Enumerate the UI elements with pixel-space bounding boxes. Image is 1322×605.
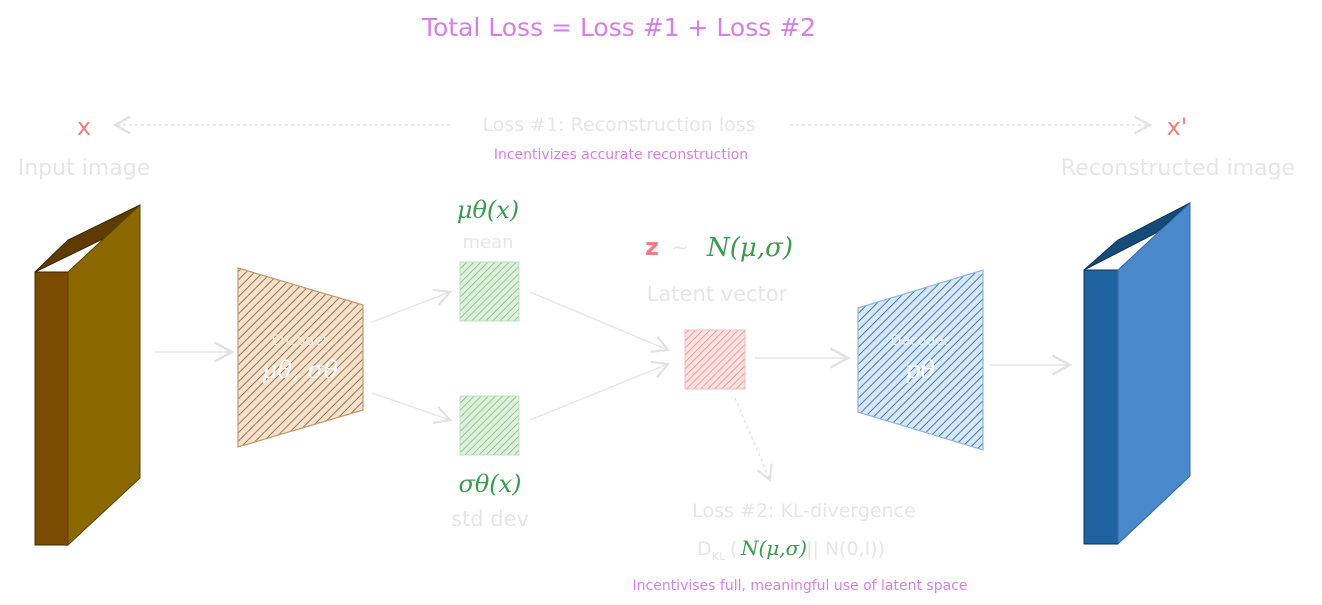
kl-subscript: KL [712, 550, 726, 563]
kl-dist: N(μ,σ) [740, 536, 807, 560]
output-image-block [1083, 201, 1191, 546]
std-label: std dev [451, 507, 529, 531]
input-label: Input image [18, 156, 150, 181]
loss2-note: Incentivises full, meaningful use of lat… [633, 578, 968, 594]
encoder-params: μθ, σθ [262, 356, 339, 384]
mean-label: mean [462, 232, 513, 253]
latent-label: Latent vector [647, 282, 788, 306]
encoder-label: Encoder [271, 333, 328, 349]
loss1-note: Incentivizes accurate reconstruction [494, 147, 748, 163]
input-symbol: x [77, 113, 91, 141]
output-label: Reconstructed image [1061, 156, 1295, 181]
encoder-to-mean-arrow [371, 288, 453, 323]
latent-dist: N(μ,σ) [706, 233, 793, 263]
input-image-block [34, 203, 141, 547]
mean-formula: μθ(x) [457, 196, 519, 224]
loss1-label: Loss #1: Reconstruction loss [482, 114, 755, 136]
std-box [459, 395, 520, 456]
output-symbol: x' [1167, 113, 1188, 141]
kl-prefix: D [697, 538, 712, 560]
decoder-block: Decoder pθ [857, 269, 984, 451]
encoder-block: Encoder μθ, σθ [237, 267, 364, 448]
kl-rest: || N(0,I)) [806, 538, 885, 560]
latent-to-loss2-arrow [734, 397, 773, 482]
std-formula: σθ(x) [458, 470, 521, 498]
title: Total Loss = Loss #1 + Loss #2 [421, 13, 816, 42]
mean-box [459, 261, 520, 322]
std-to-latent-arrow [529, 360, 671, 421]
decoder-label: Decoder [891, 333, 950, 349]
encoder-to-std-arrow [371, 392, 453, 425]
loss2-label: Loss #2: KL-divergence [692, 500, 915, 522]
kl-open-paren: ( [730, 538, 737, 560]
latent-box [684, 329, 746, 390]
mean-to-latent-arrow [529, 291, 671, 353]
decoder-params: pθ [905, 356, 935, 384]
latent-z: z [645, 233, 659, 261]
latent-tilde: ~ [671, 236, 689, 261]
kl-formula: D KL ( N(μ,σ) || N(0,I)) [697, 536, 885, 563]
